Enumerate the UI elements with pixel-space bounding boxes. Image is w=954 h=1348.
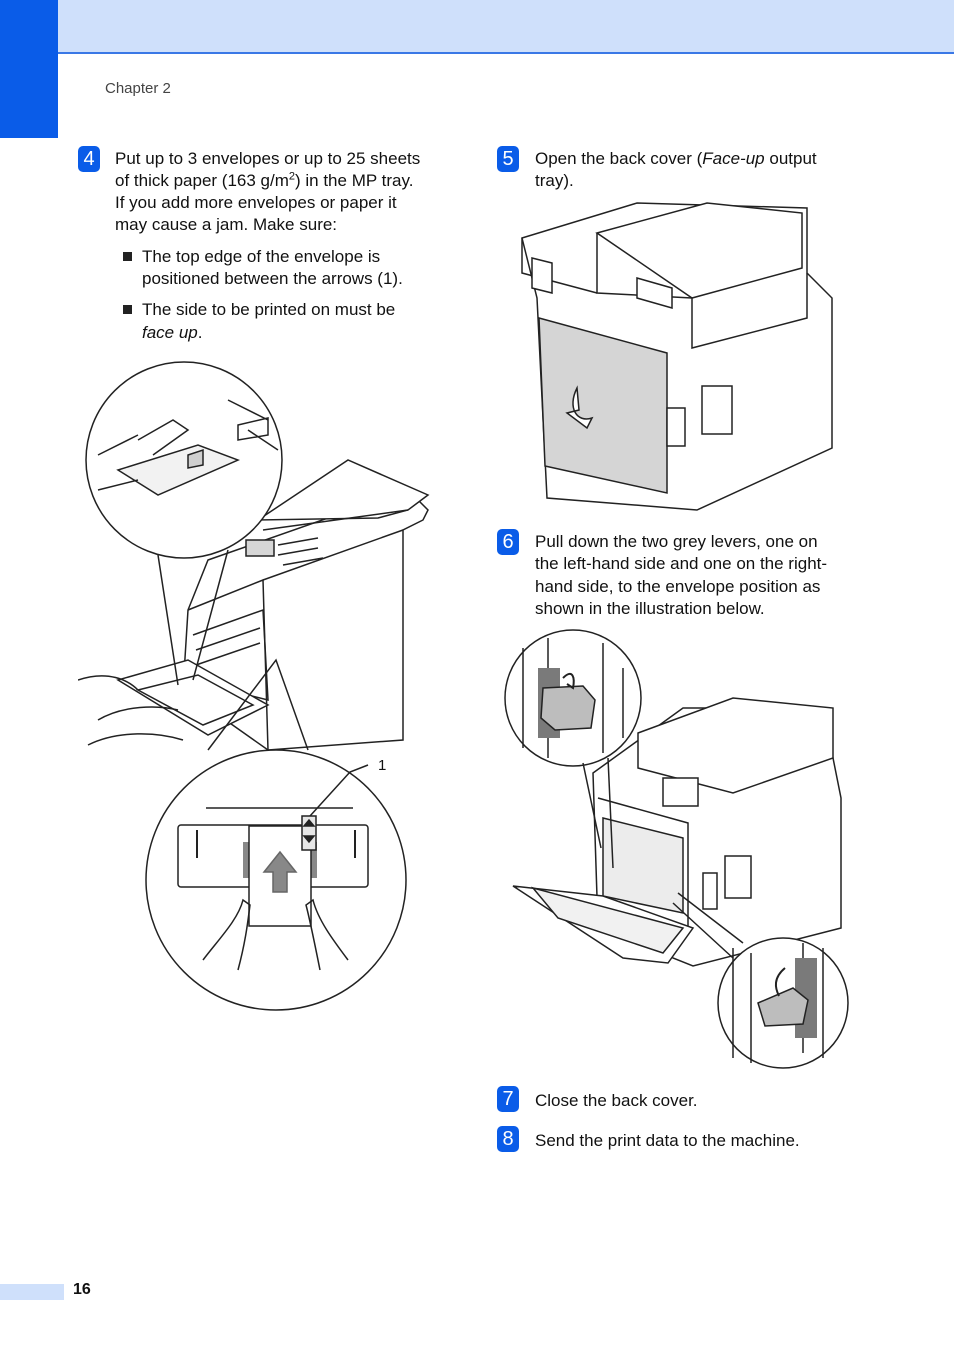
step-6-line-4: shown in the illustration below. — [535, 599, 765, 618]
step-6-line-2: the left-hand side and one on the right- — [535, 554, 828, 573]
bullet-1-line-2: positioned between the arrows (1). — [142, 269, 403, 288]
step-6-line-1: Pull down the two grey levers, one on — [535, 532, 818, 551]
bullet-marker — [123, 305, 132, 314]
step-8-text: Send the print data to the machine. — [535, 1131, 800, 1150]
mp-tray — [78, 659, 270, 746]
printer-body — [182, 459, 430, 751]
chapter-tab — [0, 0, 58, 138]
mp-tray-illustration — [78, 361, 430, 1011]
step-4-line-4: may cause a jam. Make sure: — [115, 215, 338, 234]
bullet-2-line-1: The side to be printed on must be — [142, 300, 396, 319]
step-4-badge: 4 — [78, 146, 100, 172]
right-lever-zoom — [717, 937, 849, 1069]
step-7-badge: 7 — [497, 1086, 519, 1112]
header-band — [58, 0, 954, 54]
back-cover-illustration — [521, 202, 833, 511]
step-5-line-1: Open the back cover (Face-up output — [535, 149, 817, 168]
step-5-line-2: tray). — [535, 171, 574, 190]
chapter-label: Chapter 2 — [105, 80, 171, 97]
footer-band — [0, 1284, 64, 1300]
step-6-line-3: hand side, to the envelope position as — [535, 577, 821, 596]
step-4-line-2: of thick paper (163 g/m2) in the MP tray… — [115, 170, 414, 190]
step-6-badge: 6 — [497, 529, 519, 555]
bullet-marker — [123, 252, 132, 261]
page-number: 16 — [73, 1281, 91, 1298]
bullet-1-line-1: The top edge of the envelope is — [142, 247, 381, 266]
step-4-line-1: Put up to 3 envelopes or up to 25 sheets — [115, 149, 421, 168]
bottom-zoom-circle — [145, 658, 407, 1011]
step-5-badge: 5 — [497, 146, 519, 172]
callout-1: 1 — [378, 757, 387, 774]
left-lever-zoom — [504, 629, 642, 767]
step-8-badge: 8 — [497, 1126, 519, 1152]
levers-illustration — [504, 629, 849, 1069]
top-zoom-circle — [85, 361, 283, 559]
step-4-line-3: If you add more envelopes or paper it — [115, 193, 397, 212]
step-7-text: Close the back cover. — [535, 1091, 698, 1110]
bullet-2-line-2: face up. — [142, 323, 203, 342]
